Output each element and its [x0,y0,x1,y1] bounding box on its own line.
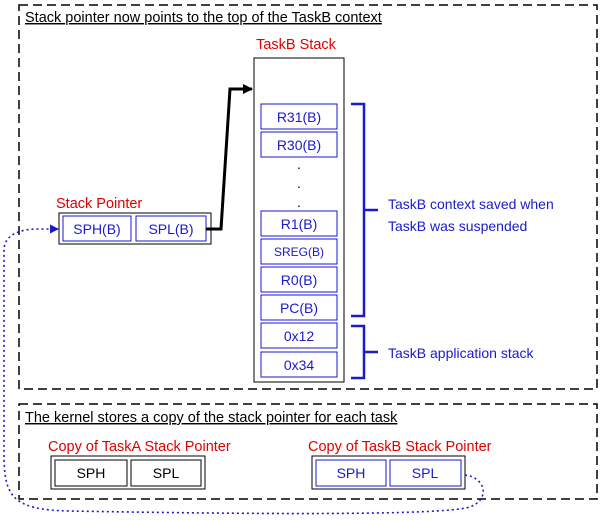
stack-cell-pc: PC(B) [260,294,338,321]
context-bracket [351,102,378,318]
stack-pointer-arrow [206,84,253,231]
stack-cell-r31-label: R31(B) [277,109,321,125]
taska-spl-register: SPL [130,459,202,487]
stack-cell-0x34: 0x34 [260,351,338,378]
stack-cell-sreg-label: SREG(B) [274,245,324,259]
stack-ellipsis-1: . [297,156,301,172]
stack-pointer-title: Stack Pointer [56,196,142,212]
spl-b-label: SPL(B) [148,221,193,237]
stack-ellipsis-3: . [297,194,301,210]
stack-cell-sreg: SREG(B) [260,238,338,265]
taskb-stack-title: TaskB Stack [256,37,337,53]
spl-b-register: SPL(B) [135,215,207,242]
stack-cell-r0-label: R0(B) [281,272,318,288]
stack-cell-0x12: 0x12 [260,322,338,349]
context-annotation-line2: TaskB was suspended [388,218,527,234]
taskb-sph-register: SPH [315,459,387,487]
taska-spl-label: SPL [153,465,180,481]
stack-cell-pc-label: PC(B) [280,300,318,316]
stack-cell-r30-label: R30(B) [277,137,321,153]
taska-sph-register: SPH [54,459,128,487]
stack-cell-r31: R31(B) [260,103,338,130]
sph-b-label: SPH(B) [73,221,120,237]
taskb-copy-frame [311,455,466,490]
taska-sph-label: SPH [77,465,106,481]
bottom-panel-title: The kernel stores a copy of the stack po… [25,410,398,426]
taska-copy-frame [50,455,206,490]
taskb-stack-frame [253,57,345,383]
bottom-panel-frame [18,403,598,500]
stack-cell-r0: R0(B) [260,266,338,293]
top-panel-frame [18,4,598,390]
taskb-copy-title: Copy of TaskB Stack Pointer [308,439,492,455]
stack-cell-r1: R1(B) [260,210,338,237]
taskb-spl-register: SPL [389,459,462,487]
stack-cell-r30: R30(B) [260,131,338,158]
taska-copy-title: Copy of TaskA Stack Pointer [48,439,231,455]
sph-b-register: SPH(B) [62,215,132,242]
taskb-sph-label: SPH [337,465,366,481]
context-annotation-line1: TaskB context saved when [388,196,554,212]
app-stack-bracket [351,324,378,380]
stack-cell-0x34-label: 0x34 [284,357,315,373]
top-panel-title: Stack pointer now points to the top of t… [25,10,382,26]
stack-cell-r1-label: R1(B) [281,216,318,232]
taskb-spl-label: SPL [412,465,439,481]
app-stack-annotation: TaskB application stack [388,345,535,361]
stack-cell-0x12-label: 0x12 [284,328,315,344]
stack-ellipsis-2: . [297,175,301,191]
